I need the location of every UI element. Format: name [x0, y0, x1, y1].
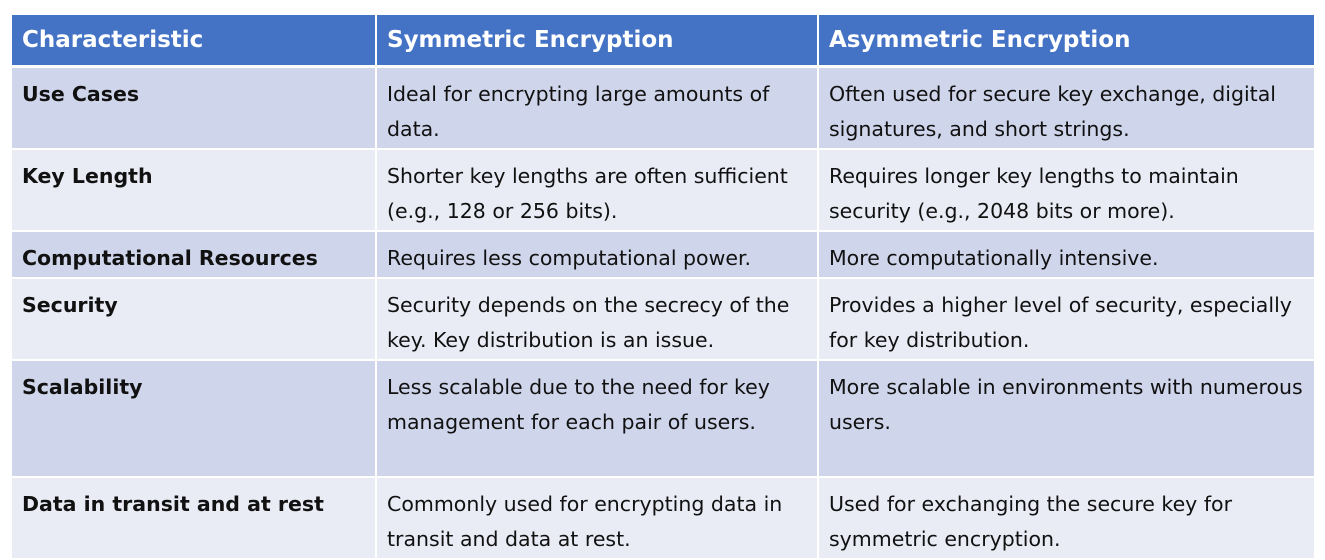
cell-characteristic: Scalability: [12, 360, 377, 478]
header-asymmetric-encryption: Asymmetric Encryption: [818, 15, 1314, 68]
cell-symmetric: Less scalable due to the need for key ma…: [376, 360, 819, 478]
cell-characteristic: Computational Resources: [12, 231, 377, 279]
comparison-table-container: Characteristic Symmetric Encryption Asym…: [12, 15, 1314, 560]
cell-asymmetric: Often used for secure key exchange, digi…: [818, 66, 1314, 150]
cell-asymmetric: More scalable in environments with numer…: [818, 360, 1314, 478]
cell-characteristic: Data in transit and at rest: [12, 477, 377, 560]
table-header-row: Characteristic Symmetric Encryption Asym…: [12, 15, 1314, 68]
cell-symmetric: Requires less computational power.: [376, 231, 819, 279]
cell-asymmetric: Provides a higher level of security, esp…: [818, 278, 1314, 361]
cell-symmetric: Security depends on the secrecy of the k…: [376, 278, 819, 361]
cell-symmetric: Ideal for encrypting large amounts of da…: [376, 66, 819, 150]
cell-asymmetric: Requires longer key lengths to maintain …: [818, 149, 1314, 232]
table-row-data-in-transit-and-at-rest: Data in transit and at rest Commonly use…: [12, 477, 1314, 560]
encryption-comparison-table: Characteristic Symmetric Encryption Asym…: [12, 15, 1314, 560]
table-row-computational-resources: Computational Resources Requires less co…: [12, 231, 1314, 279]
cell-characteristic: Use Cases: [12, 66, 377, 150]
cell-characteristic: Key Length: [12, 149, 377, 232]
table-row-key-length: Key Length Shorter key lengths are often…: [12, 149, 1314, 232]
table-row-use-cases: Use Cases Ideal for encrypting large amo…: [12, 66, 1314, 150]
table-row-security: Security Security depends on the secrecy…: [12, 278, 1314, 361]
header-symmetric-encryption: Symmetric Encryption: [376, 15, 819, 68]
header-characteristic: Characteristic: [12, 15, 377, 68]
cell-symmetric: Shorter key lengths are often sufficient…: [376, 149, 819, 232]
cell-asymmetric: More computationally intensive.: [818, 231, 1314, 279]
cell-characteristic: Security: [12, 278, 377, 361]
table-row-scalability: Scalability Less scalable due to the nee…: [12, 360, 1314, 478]
cell-asymmetric: Used for exchanging the secure key for s…: [818, 477, 1314, 560]
cell-symmetric: Commonly used for encrypting data in tra…: [376, 477, 819, 560]
